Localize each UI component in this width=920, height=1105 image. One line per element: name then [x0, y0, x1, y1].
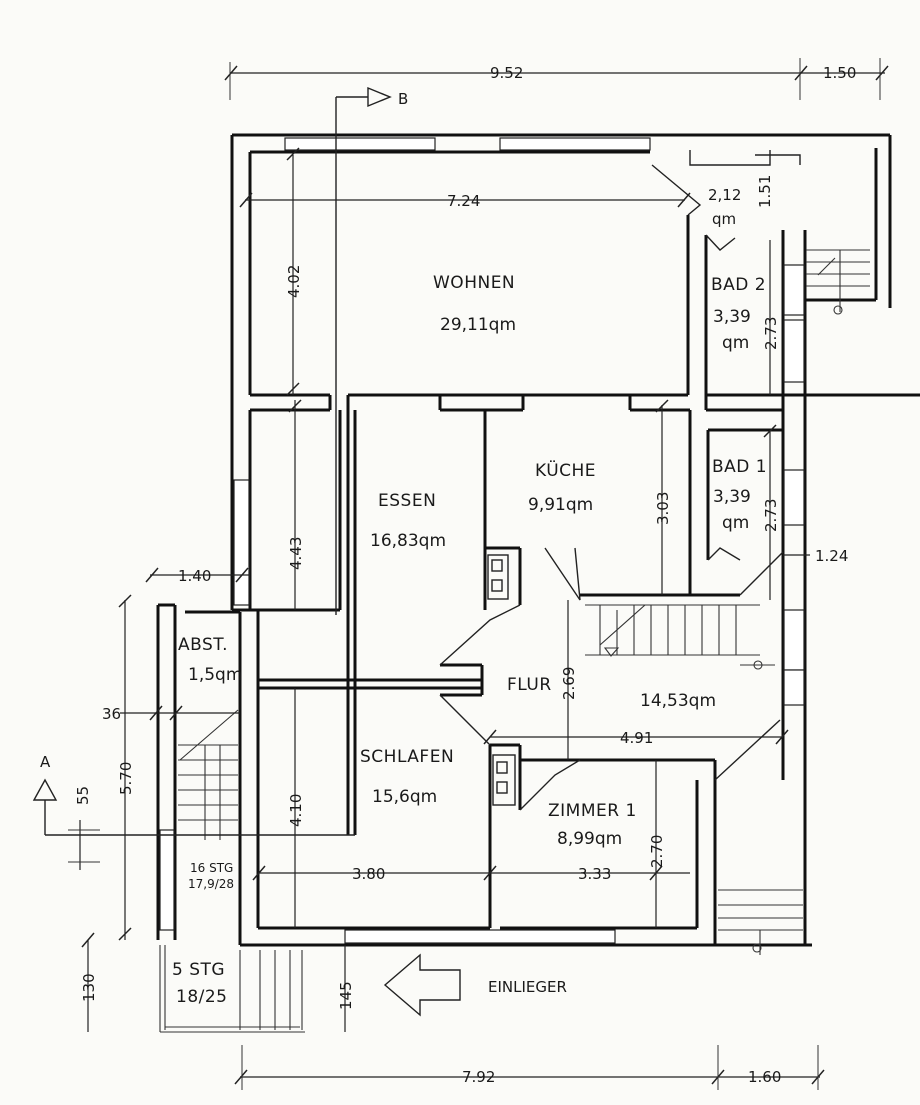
room-flur-name: FLUR [507, 675, 552, 695]
room-zimmer1-area: 8,99qm [557, 829, 622, 849]
stair-inner-count: 16 STG [190, 861, 233, 875]
stair-annex [806, 249, 870, 315]
section-b-label: B [398, 90, 408, 108]
dim-flur-depth: 2.69 [560, 667, 578, 700]
dim-essen-depth: 4.43 [287, 537, 305, 570]
dim-130: 130 [80, 973, 98, 1002]
dim-zimmer-depth: 2.70 [648, 835, 666, 868]
stair-outer-ratio: 18/25 [176, 987, 228, 1007]
dim-flur-width: 4.91 [620, 729, 653, 747]
room-kueche-name: KÜCHE [535, 459, 596, 481]
dim-abst-width: 1.40 [178, 567, 211, 585]
dim-bad1-depth: 2.73 [762, 499, 780, 532]
dim-bad2-area: 2,12 [708, 186, 741, 204]
stair-outer-right [718, 889, 803, 955]
dim-bad2-area-unit: qm [712, 210, 736, 228]
entrance-label: EINLIEGER [488, 978, 567, 996]
room-essen-area: 16,83qm [370, 531, 446, 551]
room-bad1-unit: qm [722, 513, 749, 533]
dim-schlafen-depth: 4.10 [287, 794, 305, 827]
dim-55: 55 [74, 786, 92, 805]
room-labels: WOHNEN 29,11qm BAD 2 3,39 qm ESSEN 16,83… [178, 273, 767, 849]
dim-zimmer-width: 3.33 [578, 865, 611, 883]
room-schlafen-name: SCHLAFEN [360, 747, 454, 767]
room-flur-area: 14,53qm [640, 691, 716, 711]
section-lines [32, 86, 392, 836]
dim-bad2-depth: 2.73 [762, 317, 780, 350]
room-bad1-name: BAD 1 [712, 457, 767, 477]
dim-570: 5.70 [117, 762, 135, 795]
interior-walls [156, 215, 920, 945]
dim-wohnen-width: 7.24 [447, 192, 480, 210]
dim-top-right: 1.50 [823, 64, 856, 82]
dim-schlafen-width: 3.80 [352, 865, 385, 883]
stair-outer-bottom [159, 945, 305, 1033]
room-bad2-unit: qm [722, 333, 749, 353]
dimension-lines [68, 58, 889, 1090]
dim-kueche-depth: 3.03 [654, 492, 672, 525]
room-schlafen-area: 15,6qm [372, 787, 437, 807]
section-a-label: A [40, 753, 51, 771]
room-bad2-name: BAD 2 [711, 275, 766, 295]
dim-bottom-total: 7.92 [462, 1068, 495, 1086]
dim-36: 36 [102, 705, 121, 723]
dim-top-total: 9.52 [490, 64, 523, 82]
dim-124: 1.24 [815, 547, 848, 565]
room-zimmer1-name: ZIMMER 1 [548, 801, 637, 821]
door-swings [439, 150, 801, 811]
stair-abst [178, 709, 239, 840]
entrance-arrow [383, 953, 461, 1017]
chimneys [487, 554, 516, 806]
dim-bad2-small: 1.51 [756, 175, 774, 208]
dim-wohnen-depth: 4.02 [285, 265, 303, 298]
stair-flur [585, 604, 775, 670]
windows [159, 137, 805, 944]
stair-inner-ratio: 17,9/28 [188, 877, 234, 891]
room-wohnen-area: 29,11qm [440, 315, 516, 335]
outer-walls [230, 133, 892, 947]
room-bad2-area: 3,39 [713, 307, 751, 327]
section-labels: A B [40, 90, 408, 771]
room-abst-name: ABST. [178, 635, 228, 655]
stair-labels: 16 STG 17,9/28 5 STG 18/25 [172, 861, 234, 1007]
dim-bottom-right: 1.60 [748, 1068, 781, 1086]
room-kueche-area: 9,91qm [528, 495, 593, 515]
room-essen-name: ESSEN [378, 491, 436, 511]
room-bad1-area: 3,39 [713, 487, 751, 507]
stair-outer-count: 5 STG [172, 960, 225, 980]
dim-145: 145 [337, 981, 355, 1010]
dimension-labels: 9.52 1.50 7.24 4.02 2,12 qm 1.51 2.73 4.… [74, 64, 856, 1086]
room-abst-area: 1,5qm [188, 665, 242, 685]
room-wohnen-name: WOHNEN [433, 273, 515, 293]
